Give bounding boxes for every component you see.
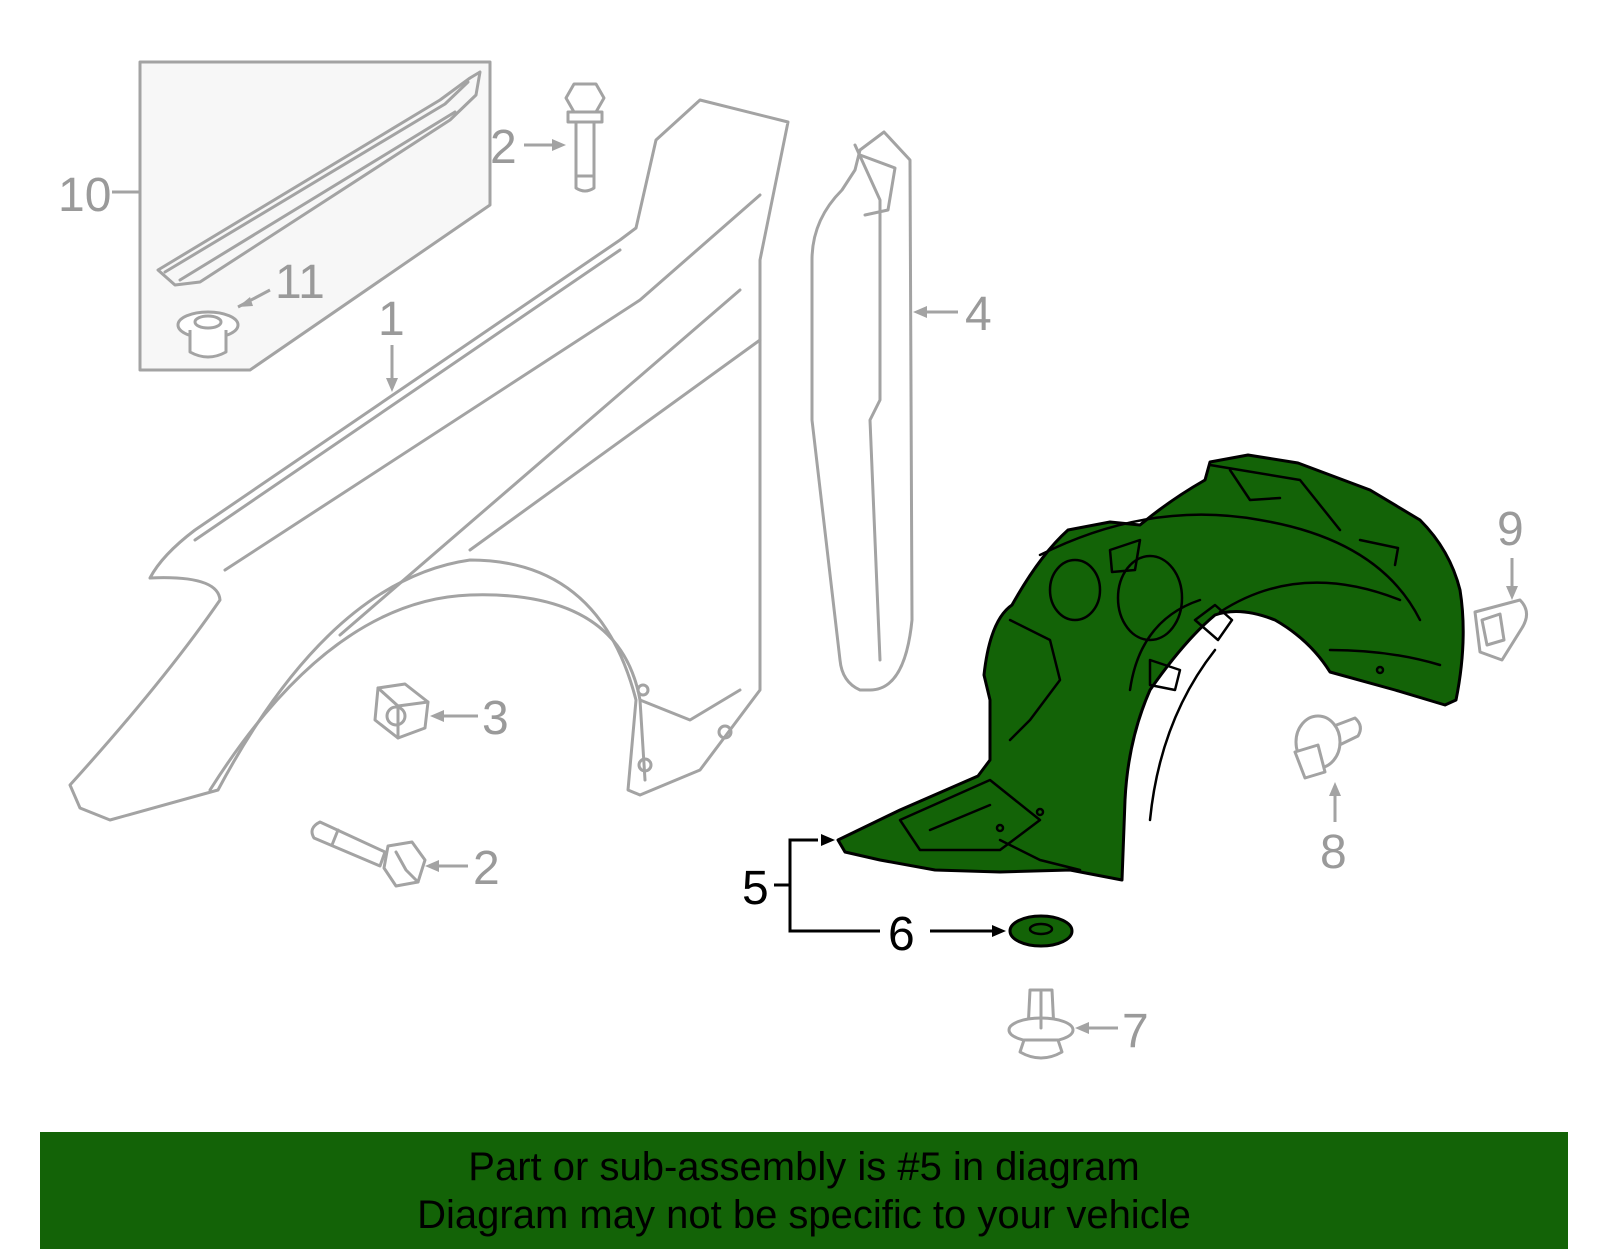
callout-2b[interactable]: 2 (473, 842, 500, 895)
banner-line-1: Part or sub-assembly is #5 in diagram (468, 1144, 1140, 1189)
callout-6[interactable]: 6 (888, 908, 915, 961)
callout-6-arrowhead (992, 925, 1006, 937)
part-2-bolt-upper[interactable] (564, 82, 606, 193)
callout-4-arrowhead (913, 306, 927, 318)
part-3-nut[interactable] (373, 682, 430, 740)
part-8-clip[interactable] (1293, 714, 1362, 780)
info-banner: Part or sub-assembly is #5 in diagram Di… (40, 1132, 1568, 1249)
part-5-fender-liner[interactable] (836, 453, 1465, 882)
callout-4[interactable]: 4 (965, 288, 992, 341)
part-4-seal[interactable] (810, 130, 914, 692)
callout-11[interactable]: 11 (275, 256, 325, 309)
part-10-molding-box[interactable] (138, 60, 492, 372)
part-6-washer[interactable] (1008, 914, 1074, 948)
part-7-push-pin[interactable] (1007, 988, 1075, 1060)
callout-3-arrowhead (430, 710, 444, 722)
part-2-bolt-lower[interactable] (310, 820, 427, 888)
callout-11-arrowhead (238, 297, 253, 307)
part-9-nut-clip[interactable] (1473, 598, 1528, 662)
callout-2a-arrowhead (552, 139, 566, 151)
callout-1-arrowhead (386, 378, 398, 392)
callout-5[interactable]: 5 (742, 862, 769, 915)
part-1-fender[interactable] (68, 98, 790, 822)
callout-2a[interactable]: 2 (490, 121, 517, 174)
callout-3[interactable]: 3 (482, 692, 509, 745)
callout-1[interactable]: 1 (378, 293, 405, 346)
part-11-clip[interactable] (176, 310, 240, 359)
callout-10[interactable]: 10 (58, 169, 111, 222)
callout-2b-arrowhead (425, 860, 439, 872)
banner-line-2: Diagram may not be specific to your vehi… (417, 1192, 1191, 1237)
callout-9[interactable]: 9 (1497, 503, 1524, 556)
callout-8-arrowhead (1329, 782, 1341, 796)
callout-5-arrowhead (821, 834, 835, 846)
callout-9-arrowhead (1506, 586, 1518, 600)
callout-8[interactable]: 8 (1320, 826, 1347, 879)
callout-7[interactable]: 7 (1122, 1005, 1149, 1058)
callout-7-arrowhead (1075, 1022, 1089, 1034)
